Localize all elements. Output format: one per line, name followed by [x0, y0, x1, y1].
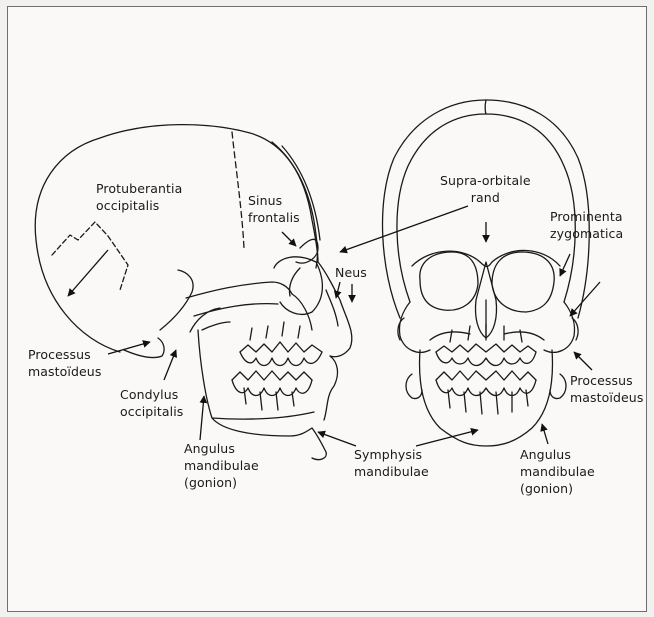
- label-symphysis-mandibulae: Symphysis mandibulae: [354, 446, 429, 480]
- label-processus-mastoideus-left: Processus mastoïdeus: [28, 346, 101, 380]
- lateral-skull: [35, 125, 352, 460]
- label-sinus-frontalis: Sinus frontalis: [248, 192, 300, 226]
- label-angulus-mandibulae-left: Angulus mandibulae (gonion): [184, 440, 259, 491]
- label-angulus-mandibulae-right: Angulus mandibulae (gonion): [520, 446, 595, 497]
- label-prominenta-zygomatica: Prominenta zygomatica: [550, 208, 623, 242]
- label-neus: Neus: [335, 264, 367, 281]
- label-protuberantia-occipitalis: Protuberantia occipitalis: [96, 180, 182, 214]
- label-condylus-occipitalis: Condylus occipitalis: [120, 386, 183, 420]
- frontal-skull: [383, 100, 590, 446]
- label-supra-orbitale-rand: Supra-orbitale rand: [440, 172, 531, 206]
- label-processus-mastoideus-right: Processus mastoïdeus: [570, 372, 643, 406]
